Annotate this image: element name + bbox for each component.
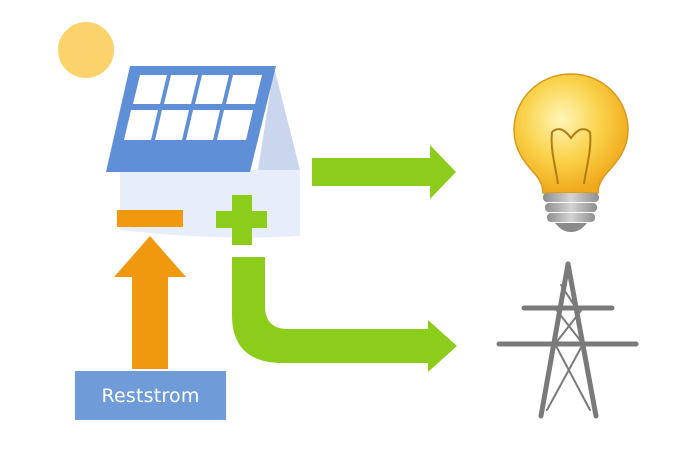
plus-icon <box>216 195 267 245</box>
reststrom-label: Reststrom <box>101 384 200 407</box>
arrow-up-icon <box>114 236 186 369</box>
arrow-right-icon <box>232 257 457 372</box>
minus-icon <box>117 210 183 227</box>
sun-icon <box>58 22 114 78</box>
arrow-right-icon <box>312 145 456 199</box>
light-bulb-icon <box>513 73 629 232</box>
reststrom-label-box: Reststrom <box>75 371 226 420</box>
solar-panel-icon <box>124 75 262 140</box>
power-pylon-icon <box>496 261 639 419</box>
